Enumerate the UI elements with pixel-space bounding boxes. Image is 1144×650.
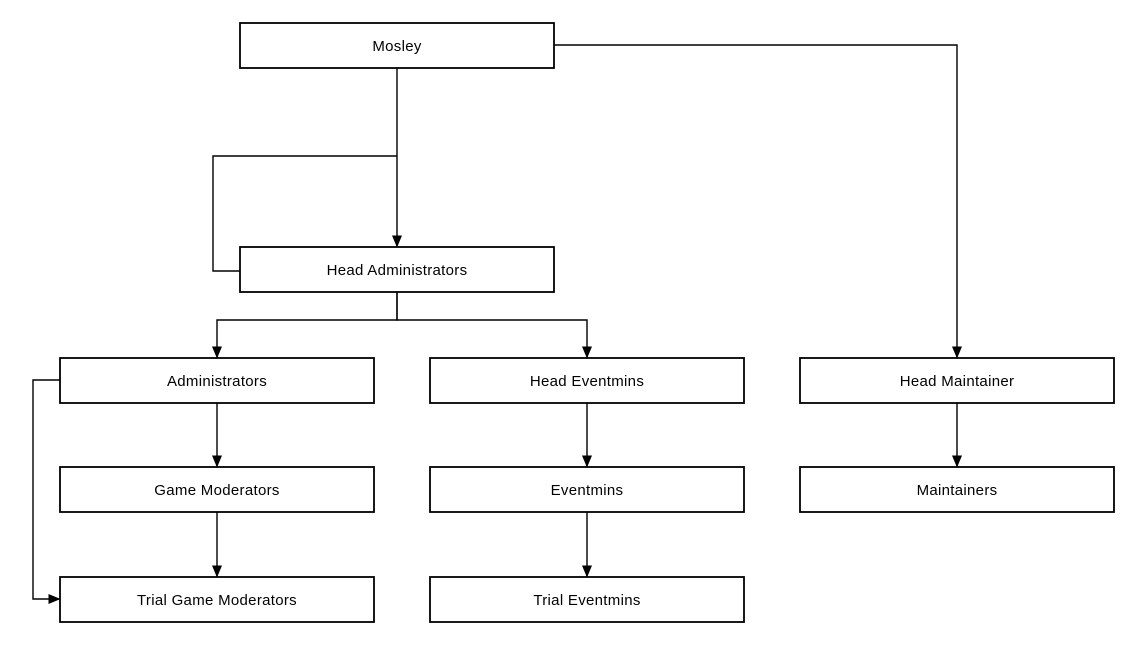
node-label-head-eventmins: Head Eventmins <box>530 373 644 390</box>
node-label-trial-game-moderators: Trial Game Moderators <box>137 592 297 609</box>
node-trial-game-moderators: Trial Game Moderators <box>59 576 375 623</box>
node-box-eventmins <box>429 466 745 513</box>
node-game-moderators: Game Moderators <box>59 466 375 513</box>
node-label-administrators: Administrators <box>167 373 267 390</box>
node-box-head-maintainer <box>799 357 1115 404</box>
node-head-administrators: Head Administrators <box>239 246 555 293</box>
edges-layer <box>32 44 962 604</box>
node-box-game-moderators <box>59 466 375 513</box>
node-box-trial-eventmins <box>429 576 745 623</box>
node-head-maintainer: Head Maintainer <box>799 357 1115 404</box>
node-eventmins: Eventmins <box>429 466 745 513</box>
node-mosley: Mosley <box>239 22 555 69</box>
node-box-maintainers <box>799 466 1115 513</box>
edge-head-administrators-to-head-eventmins <box>396 292 592 359</box>
node-label-eventmins: Eventmins <box>551 482 624 499</box>
node-box-head-eventmins <box>429 357 745 404</box>
node-label-trial-eventmins: Trial Eventmins <box>533 592 640 609</box>
node-label-head-maintainer: Head Maintainer <box>900 373 1015 390</box>
node-trial-eventmins: Trial Eventmins <box>429 576 745 623</box>
node-box-head-administrators <box>239 246 555 293</box>
edge-administrators-to-trial-game-moderators-side <box>32 379 61 604</box>
node-box-mosley <box>239 22 555 69</box>
node-box-trial-game-moderators <box>59 576 375 623</box>
node-head-eventmins: Head Eventmins <box>429 357 745 404</box>
node-label-game-moderators: Game Moderators <box>154 482 279 499</box>
node-maintainers: Maintainers <box>799 466 1115 513</box>
node-box-administrators <box>59 357 375 404</box>
node-administrators: Administrators <box>59 357 375 404</box>
node-label-mosley: Mosley <box>372 38 422 55</box>
node-label-head-administrators: Head Administrators <box>327 262 468 279</box>
edge-mosley-to-head-administrators-side <box>212 155 397 272</box>
node-label-maintainers: Maintainers <box>917 482 998 499</box>
edge-head-administrators-to-administrators <box>212 292 398 359</box>
edge-mosley-to-head-maintainer <box>554 44 962 359</box>
